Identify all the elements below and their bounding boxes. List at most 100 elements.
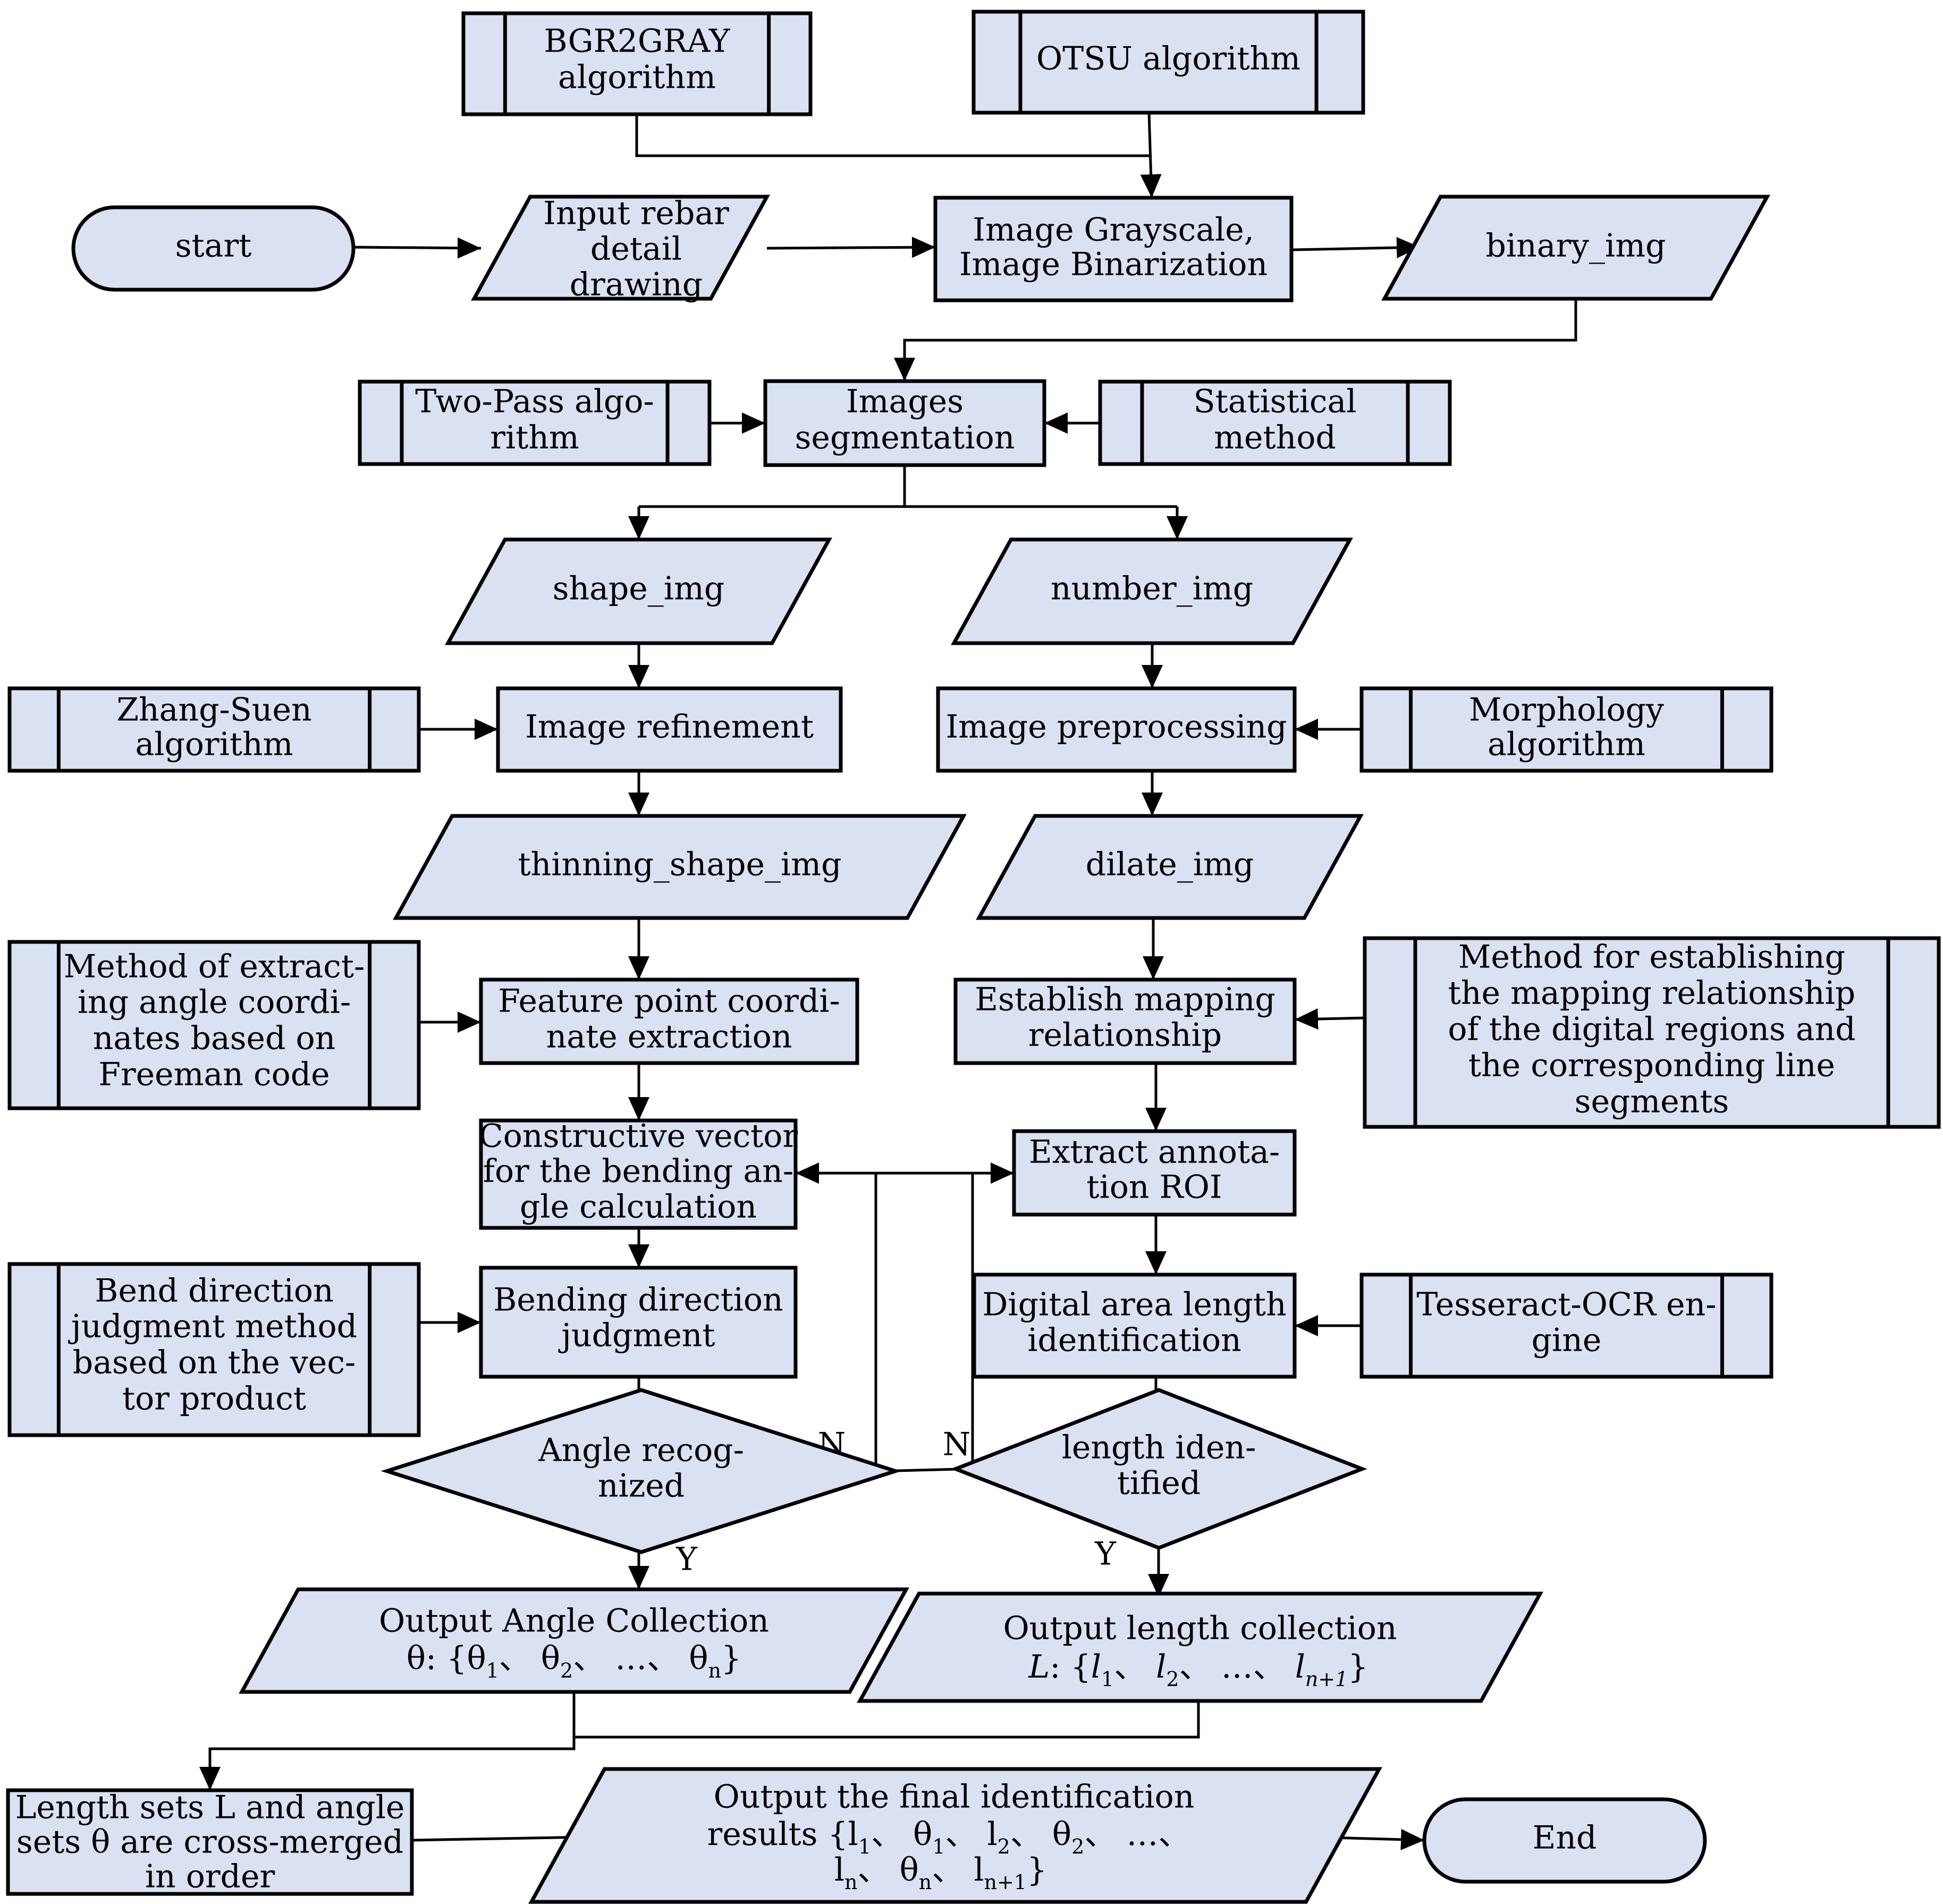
length-decision-node: length iden-tified <box>950 1388 1367 1550</box>
shape-img-node: shape_img <box>445 537 832 645</box>
final-line1-formula: results {l1、 θ1、 l2、 θ2、 …、 <box>707 1816 1190 1858</box>
angle-set-formula: θ: {θ1、 θ2、 …、 θn} <box>407 1640 741 1682</box>
annotation-roi-node: Extract annota-tion ROI <box>1012 1129 1297 1217</box>
edge-decision-join <box>895 1468 956 1472</box>
vector-product-label: judgment method <box>68 1308 357 1345</box>
bgr2gray-label: BGR2GRAY <box>544 23 730 60</box>
final-line2-formula: ln、 θn、 ln+1} <box>834 1851 1047 1894</box>
length-yes-label: Y <box>1094 1536 1117 1573</box>
edge-outputs-join <box>572 1692 1200 1739</box>
start-node: start <box>71 205 356 292</box>
dilate-img-node: dilate_img <box>976 814 1364 920</box>
edge-grayscale-binary <box>1291 237 1421 258</box>
freeman-method-label: Method of extract- <box>64 948 365 985</box>
input-drawing-label: detail <box>590 231 682 268</box>
length-output-node: Output length collection <box>857 1591 1543 1703</box>
angle-decision-node: Angle recog-nized <box>381 1388 902 1554</box>
binary-img-node: binary_img <box>1381 195 1770 301</box>
otsu-label: OTSU algorithm <box>1036 40 1300 78</box>
morphology-label: algorithm <box>1488 726 1645 763</box>
length-decision-label: length iden- <box>1062 1429 1256 1467</box>
segmentation-label: segmentation <box>795 419 1015 457</box>
mapping-method-label: the mapping relationship <box>1448 975 1855 1012</box>
refinement-node: Image refinement <box>496 686 843 773</box>
input-drawing-label: Input rebar <box>543 195 729 232</box>
merge-label: sets θ are cross-merged <box>16 1824 403 1861</box>
vector-product-label: Bend direction <box>95 1273 333 1310</box>
number-img-node: number_img <box>951 537 1353 645</box>
edge-bgr-gray <box>635 114 1151 157</box>
statistical-label: Statistical <box>1194 383 1357 420</box>
mapping-method-label: of the digital regions and <box>1448 1011 1855 1048</box>
merge-label: in order <box>145 1858 275 1895</box>
mapping-label: Establish mapping <box>975 981 1275 1018</box>
freeman-method-label: Freeman code <box>98 1056 330 1093</box>
segmentation-label: Images <box>846 383 964 420</box>
bgr2gray-label: algorithm <box>558 59 716 96</box>
statistical-label: method <box>1214 419 1336 457</box>
mapping-method-label: Method for establishing <box>1458 939 1845 976</box>
mapping-label: relationship <box>1028 1017 1222 1054</box>
feature-extraction-label: nate extraction <box>546 1018 792 1056</box>
angle-output-node: Output Angle Collection <box>239 1587 909 1694</box>
mapping-method-label: the corresponding line <box>1468 1047 1835 1084</box>
length-id-label: identification <box>1027 1322 1241 1359</box>
annotation-roi-label: tion ROI <box>1086 1169 1222 1206</box>
two-pass-label: rithm <box>490 419 579 457</box>
dilate-img-label: dilate_img <box>1086 846 1254 883</box>
edge-start-input <box>353 237 481 259</box>
angle-yes-label: Y <box>675 1541 698 1578</box>
angle-decision-label: Angle recog- <box>538 1432 744 1469</box>
angle-decision-label: nized <box>598 1468 685 1505</box>
refinement-label: Image refinement <box>525 709 814 746</box>
length-set-formula: L: {l1、 l2、 …、 ln+1} <box>1028 1648 1368 1691</box>
length-decision-label: tified <box>1117 1465 1201 1502</box>
zhang-suen-label: algorithm <box>135 726 293 763</box>
freeman-method-label: ing angle coordi- <box>78 984 351 1021</box>
binary-img-label: binary_img <box>1485 228 1666 265</box>
input-drawing-label: drawing <box>570 266 703 304</box>
feature-extraction-label: Feature point coordi- <box>498 983 840 1020</box>
annotation-roi-label: Extract annota- <box>1029 1134 1280 1171</box>
merge-label: Length sets L and angle <box>15 1789 405 1826</box>
angle-output-label: Output Angle Collection <box>379 1603 769 1640</box>
freeman-method-node: Method of extract-ing angle coordi-nates… <box>7 940 421 1110</box>
number-img-label: number_img <box>1051 570 1253 608</box>
edge-otsu-gray <box>1140 112 1162 198</box>
two-pass-label: Two-Pass algo- <box>415 383 654 420</box>
vector-product-label: tor product <box>122 1380 306 1418</box>
zhang-suen-label: Zhang-Suen <box>116 692 311 729</box>
morphology-label: Morphology <box>1469 692 1664 729</box>
vector-product-label: based on the vec- <box>73 1344 356 1381</box>
preprocessing-label: Image preprocessing <box>945 709 1287 746</box>
grayscale-label: Image Grayscale, <box>973 212 1254 249</box>
tesseract-node: Tesseract-OCR en-gine <box>1359 1273 1773 1379</box>
bending-direction-label: Bending direction <box>493 1282 783 1319</box>
shape-img-label: shape_img <box>553 570 725 608</box>
end-node: End <box>1422 1797 1707 1884</box>
length-output-label: Output length collection <box>1003 1610 1397 1647</box>
edge-mapmethod-map <box>1294 1008 1365 1030</box>
feature-extraction-node: Feature point coordi-nate extraction <box>479 978 859 1065</box>
vector-label: Constructive vector <box>479 1118 798 1155</box>
preprocessing-node: Image preprocessing <box>936 686 1297 773</box>
two-pass-node: Two-Pass algo-rithm <box>358 380 712 466</box>
vector-label: gle calculation <box>520 1189 757 1226</box>
final-output-label: Output the final identification <box>714 1779 1195 1816</box>
edge-join-merge <box>199 1737 576 1790</box>
freeman-method-label: nates based on <box>93 1020 336 1057</box>
vector-label: for the bending an- <box>483 1153 793 1190</box>
